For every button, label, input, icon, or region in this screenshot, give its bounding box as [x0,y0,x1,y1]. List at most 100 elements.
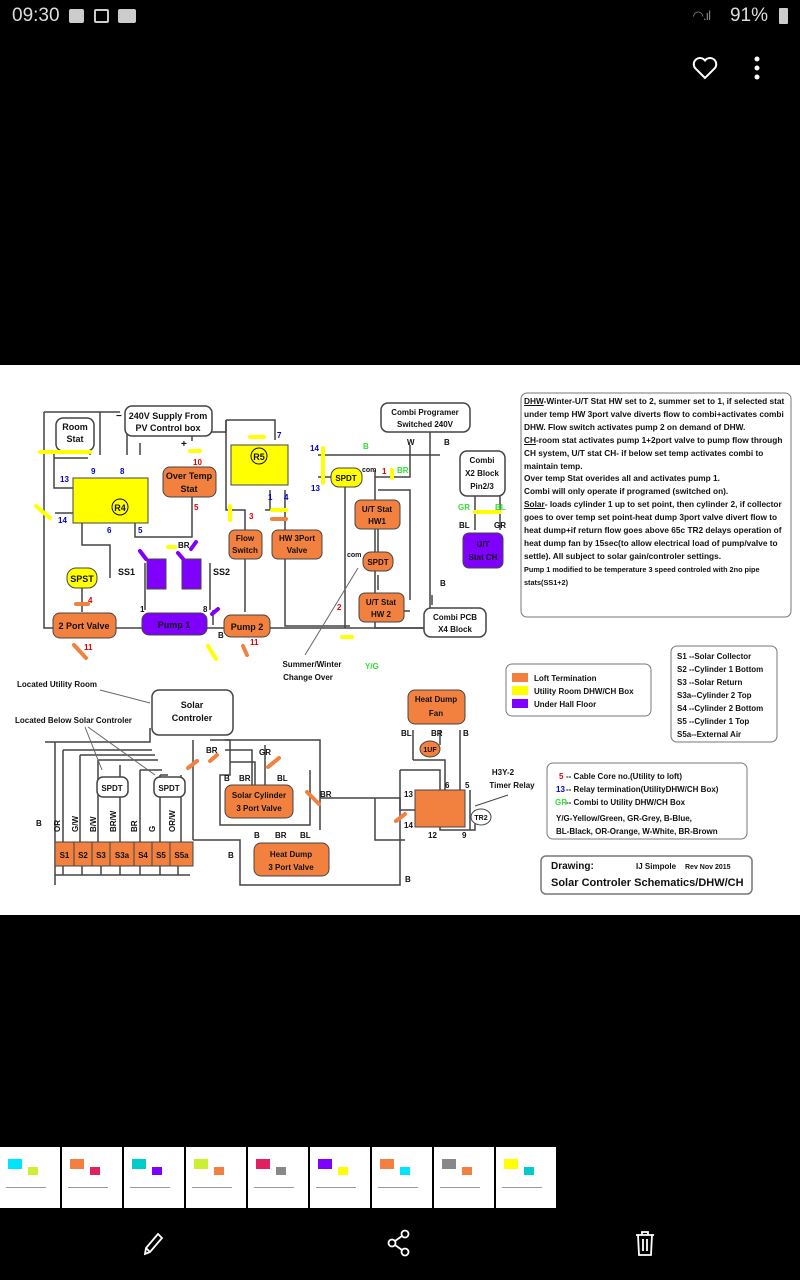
key-green-text: -- Combi to Utility DHW/CH Box [566,798,686,807]
ch-heading: CH [524,434,536,445]
combi-x2-label: Combi [470,456,495,465]
solar-cylinder-valve-label: Solar Cylinder [232,791,286,800]
sensor-legend-item: S2 --Cylinder 1 Bottom [677,665,763,674]
com-label: com [362,467,376,474]
legend-swatch [512,686,528,695]
flow-switch-label: Switch [232,546,258,555]
thumbnail[interactable] [372,1147,432,1208]
supply-minus: − [116,411,122,422]
wire-label: BR [178,541,190,550]
color-legend [505,663,652,717]
pipe-stat-ss2 [181,558,202,590]
clock: 09:30 [12,5,60,26]
ut-stat-hw2-label: U/T Stat [366,598,397,607]
two-port-valve [52,612,117,639]
supply-label: 240V Supply From [129,411,208,421]
drawing-rev: Rev Nov 2015 [685,864,731,871]
wire-label: BR [275,831,287,840]
schematic-image[interactable]: Room Stat 240V Supply From PV Control bo… [0,365,800,915]
spdt-label: SPDT [158,784,179,793]
relay-term: 13 [311,484,320,493]
download-icon [94,9,109,23]
combi-programmer [380,402,471,433]
more-vert-icon [754,56,760,80]
title-block [540,855,753,895]
solar-cylinder-valve [224,784,294,819]
sensor-wire-label: OR/W [168,810,177,832]
wire-label: BR [397,466,409,475]
wire-label: BL [300,831,311,840]
flow-switch-label: Flow [236,534,255,543]
edit-button[interactable] [136,1226,170,1260]
schematic-diagram: Room Stat 240V Supply From PV Control bo… [15,392,792,895]
sensor-terminal-label: S3 [96,851,106,860]
sensor-terminal [109,841,135,867]
cable-core-no: 5 [194,503,199,512]
ut-stat-hw1 [354,499,401,530]
summer-winter-label: Change Over [283,673,333,682]
ut-stat-ch-label: U/T [477,540,490,549]
thumbnail[interactable] [124,1147,184,1208]
legend-label: Under Hall Floor [534,700,596,709]
pump-term: 1 [140,605,145,614]
relay-term: 14 [310,444,319,453]
relay-term: 8 [120,467,125,476]
tr2-marker [470,808,492,826]
delete-button[interactable] [628,1226,662,1260]
share-button[interactable] [382,1226,416,1260]
located-utility-label: Located Utility Room [17,680,97,689]
relay-r5-label: R5 [253,452,265,462]
pipe-stat-ss1 [146,558,167,590]
favorite-button[interactable] [689,52,721,84]
thumbnail[interactable] [186,1147,246,1208]
key-colors-line: Y/G-Yellow/Green, GR-Grey, B-Blue, [556,814,692,823]
wire-label: B [440,579,446,588]
thumbnail[interactable] [0,1147,60,1208]
thumbnail[interactable] [248,1147,308,1208]
ut-stat-hw2-label: HW 2 [371,610,392,619]
timer-relay-label: Timer Relay [489,781,535,790]
share-icon [387,1229,410,1257]
ss1-label: SS1 [118,567,135,577]
description-box [520,392,792,618]
sensor-wire-label: BR [130,820,139,832]
room-stat-label: Room [62,422,88,432]
flow-switch [228,529,263,560]
wire-label: B [218,631,224,640]
wire-label: B [254,831,260,840]
solar-cylinder-valve-label: 3 Port Valve [236,804,282,813]
thumbnail[interactable] [434,1147,494,1208]
description-text: DHW-Winter-U/T Stat HW set to 2, summer … [524,395,790,589]
timer-relay [414,789,466,828]
thumbnail-strip [0,1147,556,1208]
thumbnail[interactable] [62,1147,122,1208]
wire-label: GR [259,748,271,757]
timer-relay-label: H3Y-2 [492,768,515,777]
sensor-wire-label: G [148,826,157,832]
legend-label: Utility Room DHW/CH Box [534,687,634,696]
supply-plus: + [181,439,187,450]
cable-core-no: 11 [250,638,259,647]
sensor-legend [670,645,778,743]
drawing-label: Drawing: [551,861,594,872]
timer-term: 13 [404,790,413,799]
wire-label: BL [401,729,412,738]
sensor-terminal [169,841,194,867]
battery-icon [779,8,788,24]
combi-pcb [423,607,487,638]
status-bar: 09:30 ◠.ıl 91% [0,0,800,34]
thumbnail[interactable] [496,1147,556,1208]
pencil-icon [143,1232,164,1256]
wire-label: BR [431,729,443,738]
sensor-wire-label: G/W [71,816,80,832]
sensor-wire-label: BR/W [109,810,118,832]
thumbnail[interactable] [310,1147,370,1208]
solar-controller-label: Solar [181,700,204,710]
summer-winter-label: Summer/Winter [282,660,341,669]
wifi-signal-icon: ◠.ıl [692,8,711,23]
timer-term: 6 [445,781,450,790]
wire-label: GR [458,503,470,512]
sensor-terminal-label: S3a [115,851,130,860]
more-options-button[interactable] [741,52,773,84]
key-blue-sample: 13 [556,785,565,794]
